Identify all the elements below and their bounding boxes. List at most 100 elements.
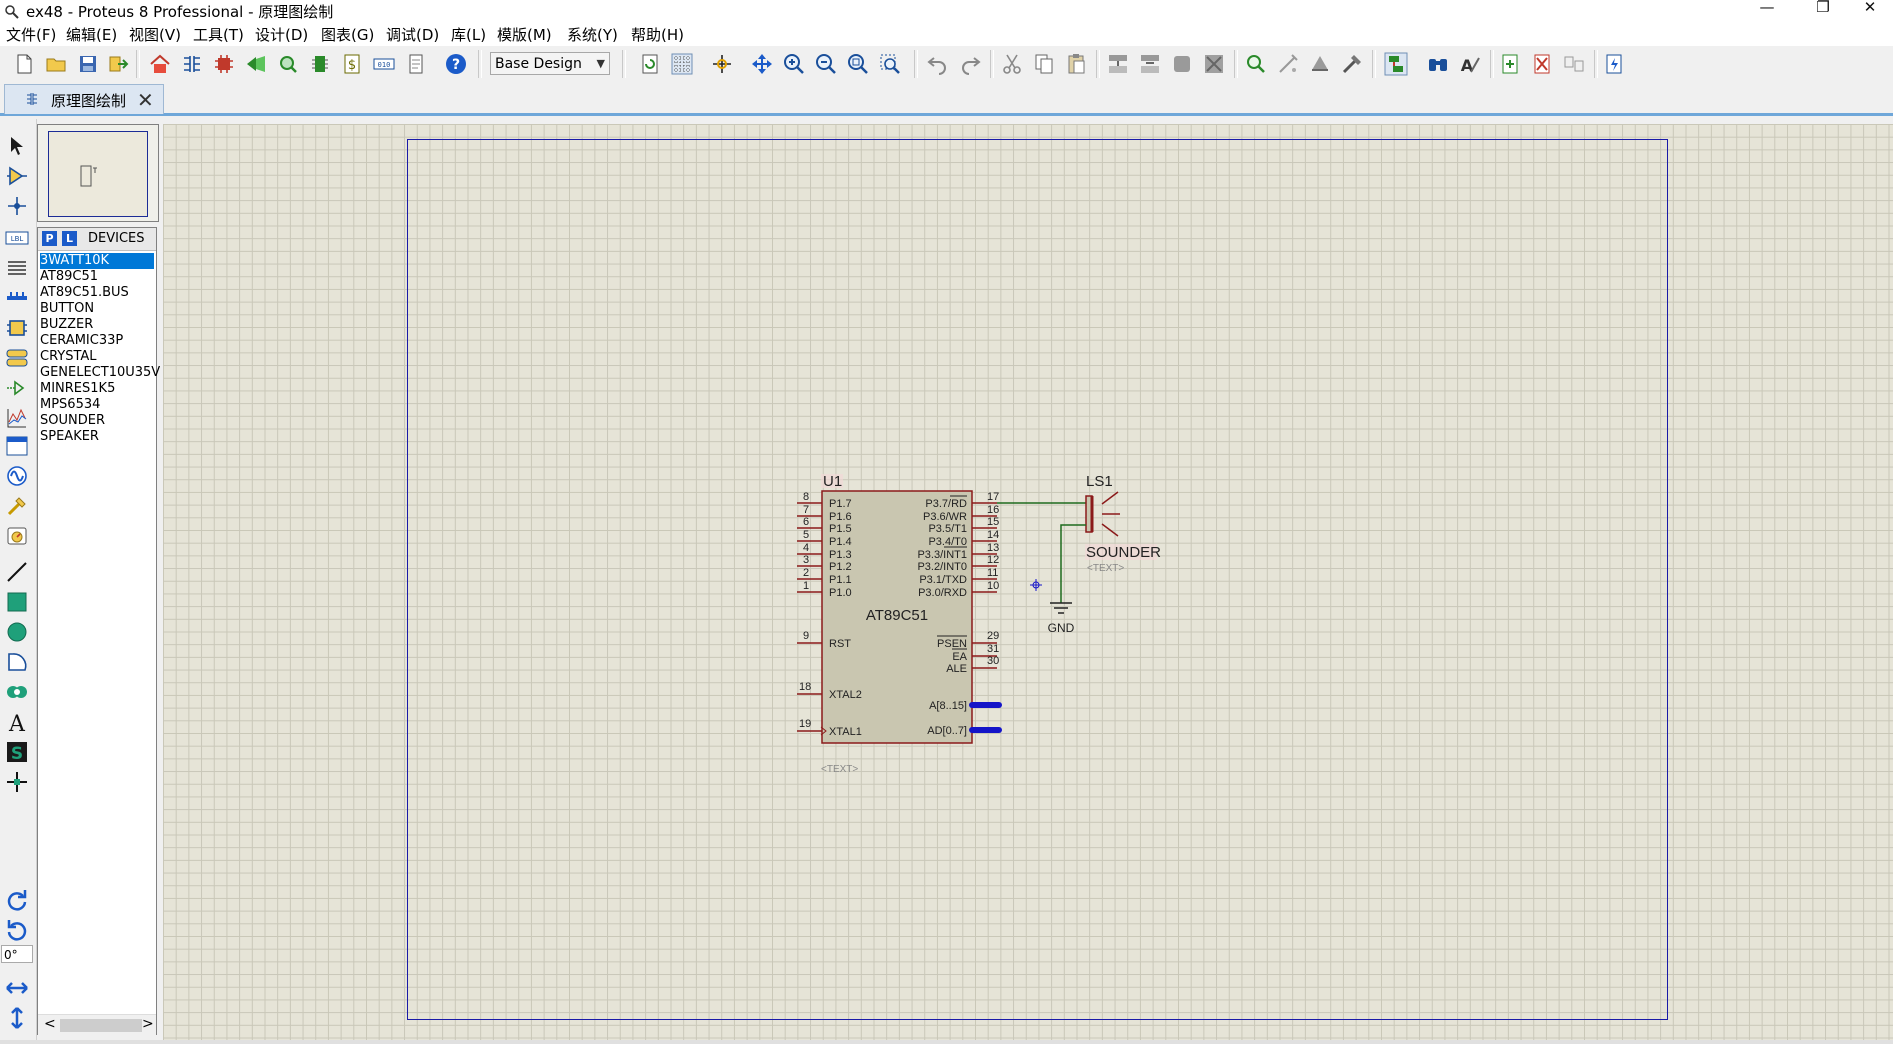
device-list-item[interactable]: BUZZER [40, 317, 94, 332]
zoom-in-icon[interactable] [780, 50, 808, 78]
menu-design[interactable]: 设计(D) [255, 26, 309, 44]
box-tool-icon[interactable] [3, 589, 31, 615]
help-icon[interactable]: ? [442, 50, 470, 78]
minimize-button[interactable]: — [1759, 0, 1775, 16]
library-manager-button[interactable]: L [62, 231, 77, 246]
junction-dot-icon[interactable] [3, 193, 31, 219]
search-tag-icon[interactable] [1424, 50, 1452, 78]
device-list-item[interactable]: AT89C51 [40, 269, 98, 284]
device-list-item[interactable]: AT89C51.BUS [40, 285, 129, 300]
line-tool-icon[interactable] [3, 559, 31, 585]
save-icon[interactable] [74, 50, 102, 78]
subcircuit-icon[interactable] [3, 315, 31, 341]
design-variant-select[interactable]: Base Design ▼ [490, 52, 610, 75]
origin-icon[interactable] [708, 50, 736, 78]
terminals-mode-icon[interactable] [3, 345, 31, 371]
menu-graph[interactable]: 图表(G) [321, 26, 375, 44]
device-list-item[interactable]: CRYSTAL [40, 349, 97, 364]
component-icon[interactable] [306, 50, 334, 78]
exit-to-parent-icon[interactable] [1560, 50, 1588, 78]
block-move-icon[interactable] [1136, 50, 1164, 78]
menu-file[interactable]: 文件(F) [6, 26, 57, 44]
make-device-icon[interactable] [1274, 50, 1302, 78]
ls1-reference[interactable]: LS1 [1086, 473, 1113, 490]
device-list-item[interactable]: GENELECT10U35V [40, 365, 161, 380]
virtual-instruments-icon[interactable] [3, 523, 31, 549]
menu-library[interactable]: 库(L) [451, 26, 487, 44]
packaging-tool-icon[interactable] [1306, 50, 1334, 78]
menu-tools[interactable]: 工具(T) [193, 26, 244, 44]
circle-tool-icon[interactable] [3, 619, 31, 645]
wire-label-icon[interactable]: LBL [3, 225, 31, 251]
overview-window[interactable] [37, 124, 159, 222]
cut-icon[interactable] [998, 50, 1026, 78]
property-assignment-icon[interactable]: A [1456, 50, 1484, 78]
device-list-item[interactable]: SOUNDER [40, 413, 105, 428]
u1-part-name[interactable]: AT89C51 [866, 607, 928, 624]
copy-icon[interactable] [1030, 50, 1058, 78]
mirror-horizontal-icon[interactable] [3, 975, 31, 1001]
home-icon[interactable] [146, 50, 174, 78]
device-pins-icon[interactable] [3, 375, 31, 401]
component-mode-icon[interactable] [3, 163, 31, 189]
device-list-item[interactable]: MINRES1K5 [40, 381, 116, 396]
menu-debug[interactable]: 调试(D) [386, 26, 440, 44]
undo-icon[interactable] [924, 50, 952, 78]
graph-mode-icon[interactable] [3, 405, 31, 431]
symbol-tool-icon[interactable]: S [3, 739, 31, 765]
decompose-icon[interactable] [1338, 50, 1366, 78]
zoom-area-icon[interactable] [876, 50, 904, 78]
redo-icon[interactable] [956, 50, 984, 78]
scroll-right-icon[interactable]: > [142, 1016, 154, 1032]
gerber-viewer-icon[interactable] [274, 50, 302, 78]
bill-of-materials-icon[interactable]: $ [338, 50, 366, 78]
bus-icon[interactable] [3, 285, 31, 311]
voltage-probe-icon[interactable] [3, 493, 31, 519]
source-code-icon[interactable]: 010 [370, 50, 398, 78]
electrical-rule-check-icon[interactable] [1600, 50, 1628, 78]
selection-mode-icon[interactable] [3, 133, 31, 159]
pan-icon[interactable] [748, 50, 776, 78]
pcb-layout-icon[interactable] [210, 50, 238, 78]
grid-toggle-icon[interactable] [668, 50, 696, 78]
paste-icon[interactable] [1062, 50, 1090, 78]
tab-schematic-capture[interactable]: 原理图绘制 ✕ [4, 84, 164, 114]
import-icon[interactable] [104, 50, 132, 78]
generator-mode-icon[interactable] [3, 463, 31, 489]
marker-tool-icon[interactable] [3, 769, 31, 795]
new-file-icon[interactable] [10, 50, 38, 78]
schematic-canvas[interactable]: U1 AT89C51 <TEXT> 8 7 6 5 4 3 2 1 P1.7 P… [163, 124, 1893, 1040]
device-list-item[interactable]: 3WATT10K [40, 253, 154, 269]
rotate-anticlockwise-icon[interactable] [3, 917, 31, 943]
close-window-button[interactable]: ✕ [1863, 0, 1877, 16]
menu-template[interactable]: 模版(M) [497, 26, 552, 44]
text-tool-icon[interactable]: A [3, 709, 31, 737]
u1-body[interactable] [821, 490, 973, 744]
path-tool-icon[interactable] [3, 679, 31, 705]
block-delete-icon[interactable] [1200, 50, 1228, 78]
project-notes-icon[interactable] [402, 50, 430, 78]
ground-wire[interactable] [1060, 524, 1086, 603]
ls1-part-name[interactable]: SOUNDER [1086, 544, 1161, 561]
menu-help[interactable]: 帮助(H) [631, 26, 684, 44]
text-script-icon[interactable] [3, 255, 31, 281]
scroll-left-icon[interactable]: < [44, 1016, 56, 1032]
menu-edit[interactable]: 编辑(E) [66, 26, 118, 44]
block-rotate-icon[interactable] [1168, 50, 1196, 78]
device-list-item[interactable]: CERAMIC33P [40, 333, 124, 348]
pick-device-icon[interactable] [1242, 50, 1270, 78]
rotation-angle-field[interactable]: 0° [1, 945, 33, 963]
device-list-item[interactable]: MPS6534 [40, 397, 101, 412]
close-icon[interactable]: ✕ [137, 88, 154, 112]
schematic-icon[interactable] [178, 50, 206, 78]
maximize-button[interactable]: ❐ [1816, 0, 1830, 16]
new-sheet-icon[interactable] [1496, 50, 1524, 78]
wire-autorouter-icon[interactable] [1382, 50, 1410, 78]
3d-view-icon[interactable] [242, 50, 270, 78]
remove-sheet-icon[interactable] [1528, 50, 1556, 78]
zoom-all-icon[interactable] [844, 50, 872, 78]
refresh-icon[interactable] [636, 50, 664, 78]
scrollbar-thumb[interactable] [60, 1019, 142, 1032]
pick-from-library-button[interactable]: P [42, 231, 57, 246]
open-folder-icon[interactable] [42, 50, 70, 78]
